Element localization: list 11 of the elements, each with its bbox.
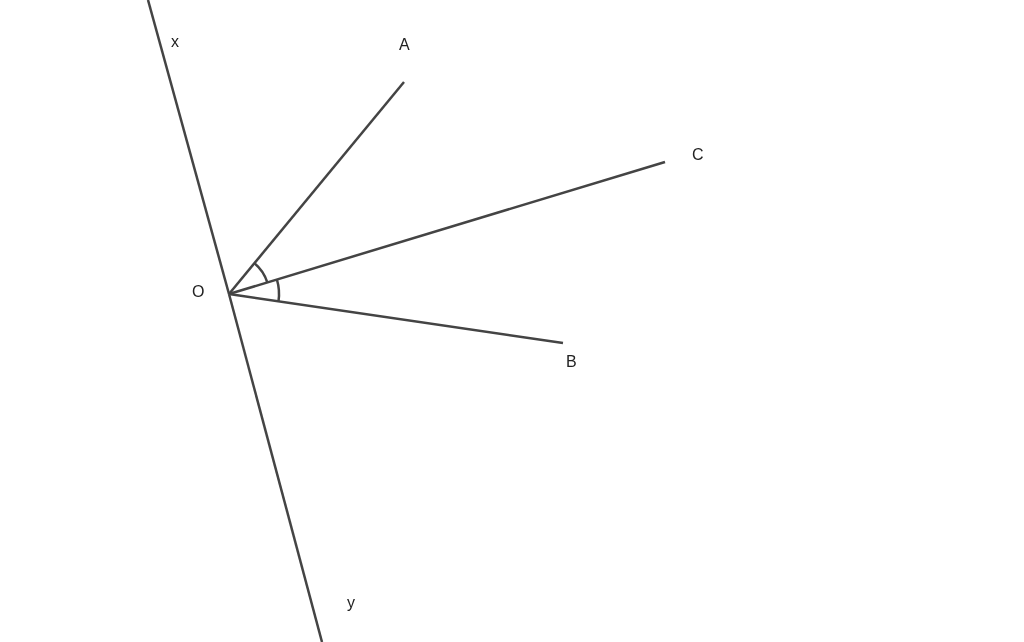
- ray-line: [228, 160, 666, 296]
- point-label: B: [566, 353, 577, 371]
- ray-line: [228, 81, 405, 295]
- ray-line: [228, 292, 564, 345]
- ray-line: [146, 0, 231, 295]
- point-label: A: [399, 36, 410, 54]
- point-label: O: [192, 283, 205, 301]
- ray-line: [227, 293, 324, 642]
- point-label: C: [692, 146, 704, 164]
- point-label: y: [347, 594, 355, 612]
- point-label: x: [171, 33, 179, 51]
